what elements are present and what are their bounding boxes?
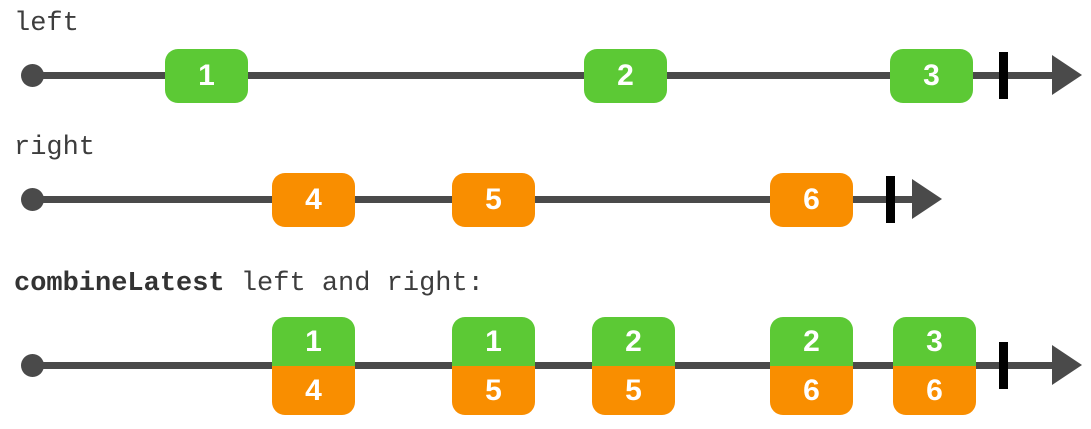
marble-value: 6 bbox=[926, 373, 943, 407]
marble-value: 4 bbox=[305, 373, 322, 407]
timeline-left: 1 2 3 bbox=[0, 31, 1091, 121]
marble-right-5[interactable]: 5 bbox=[452, 173, 535, 227]
timeline-line bbox=[32, 362, 1052, 369]
completion-bar bbox=[999, 52, 1008, 99]
marble-pair-bottom: 4 bbox=[272, 366, 355, 415]
row-label-right: right bbox=[14, 133, 96, 163]
marble-value: 2 bbox=[803, 324, 820, 358]
timeline-line bbox=[32, 72, 1052, 79]
timeline-result: 1 4 1 5 2 5 bbox=[0, 317, 1091, 415]
marble-right-6[interactable]: 6 bbox=[770, 173, 853, 227]
marble-value: 2 bbox=[625, 324, 642, 358]
marble-pair-1-5[interactable]: 1 5 bbox=[452, 317, 535, 415]
marble-left-3[interactable]: 3 bbox=[890, 49, 973, 103]
marble-value: 1 bbox=[198, 59, 215, 92]
operator-description: left and right: bbox=[224, 269, 484, 299]
marble-pair-3-6[interactable]: 3 6 bbox=[893, 317, 976, 415]
timeline-arrowhead-icon bbox=[912, 179, 942, 219]
completion-bar bbox=[999, 342, 1008, 389]
marble-value: 5 bbox=[485, 183, 502, 216]
marble-value: 6 bbox=[803, 183, 820, 216]
marble-pair-bottom: 6 bbox=[770, 366, 853, 415]
timeline-arrowhead-icon bbox=[1052, 345, 1082, 385]
marble-pair-top: 1 bbox=[452, 317, 535, 366]
marble-value: 6 bbox=[803, 373, 820, 407]
marble-left-1[interactable]: 1 bbox=[165, 49, 248, 103]
marble-pair-2-6[interactable]: 2 6 bbox=[770, 317, 853, 415]
marble-value: 5 bbox=[625, 373, 642, 407]
marble-value: 5 bbox=[485, 373, 502, 407]
completion-bar bbox=[886, 176, 895, 223]
marble-value: 2 bbox=[617, 59, 634, 92]
marble-pair-bottom: 5 bbox=[592, 366, 675, 415]
marble-pair-top: 3 bbox=[893, 317, 976, 366]
marble-pair-1-4[interactable]: 1 4 bbox=[272, 317, 355, 415]
marble-pair-top: 2 bbox=[770, 317, 853, 366]
operator-name: combineLatest bbox=[14, 269, 225, 299]
marble-value: 1 bbox=[485, 324, 502, 358]
marble-value: 4 bbox=[305, 183, 322, 216]
row-label-left: left bbox=[14, 9, 79, 39]
marble-value: 1 bbox=[305, 324, 322, 358]
timeline-right: 4 5 6 bbox=[0, 155, 1091, 245]
timeline-arrowhead-icon bbox=[1052, 55, 1082, 95]
marble-right-4[interactable]: 4 bbox=[272, 173, 355, 227]
row-label-combine-latest: combineLatest left and right: bbox=[14, 268, 484, 300]
marble-pair-top: 1 bbox=[272, 317, 355, 366]
marble-value: 3 bbox=[926, 324, 943, 358]
marble-pair-bottom: 5 bbox=[452, 366, 535, 415]
marble-left-2[interactable]: 2 bbox=[584, 49, 667, 103]
marble-value: 3 bbox=[923, 59, 940, 92]
marble-pair-2-5[interactable]: 2 5 bbox=[592, 317, 675, 415]
marble-pair-top: 2 bbox=[592, 317, 675, 366]
marble-pair-bottom: 6 bbox=[893, 366, 976, 415]
